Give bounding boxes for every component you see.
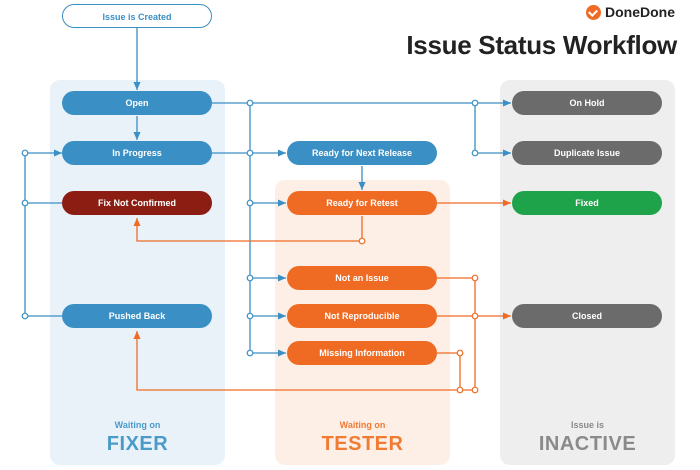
inactive-lane-caption: Issue is INACTIVE: [500, 420, 675, 456]
tester-caption-name: TESTER: [321, 433, 404, 455]
node-missing-information[interactable]: Missing Information: [287, 341, 437, 365]
node-in-progress[interactable]: In Progress: [62, 141, 212, 165]
node-issue-created[interactable]: Issue is Created: [62, 4, 212, 28]
fixer-caption-name: FIXER: [106, 433, 169, 455]
node-duplicate-issue[interactable]: Duplicate Issue: [512, 141, 662, 165]
node-closed[interactable]: Closed: [512, 304, 662, 328]
edge-duplicate: [474, 103, 511, 157]
brand-logo: DoneDone: [586, 4, 675, 20]
node-ready-retest[interactable]: Ready for Retest: [287, 191, 437, 215]
tester-caption-small: Waiting on: [339, 420, 386, 430]
node-fixed[interactable]: Fixed: [512, 191, 662, 215]
blue-junctions: [21, 99, 479, 357]
fixer-caption-small: Waiting on: [114, 420, 161, 430]
inactive-caption-name: INACTIVE: [538, 433, 637, 455]
edge-tester-bus: [437, 277, 476, 390]
node-open[interactable]: Open: [62, 91, 212, 115]
node-fix-not-confirmed[interactable]: Fix Not Confirmed: [62, 191, 212, 215]
edge-return-inprogress: [24, 153, 62, 317]
tester-lane-caption: Waiting on TESTER: [275, 420, 450, 456]
edge-retest-fixnotconfirmed: [133, 216, 363, 242]
node-on-hold[interactable]: On Hold: [512, 91, 662, 115]
edge-pushed-back: [133, 331, 475, 391]
node-not-an-issue[interactable]: Not an Issue: [287, 266, 437, 290]
node-ready-next-release[interactable]: Ready for Next Release: [287, 141, 437, 165]
orange-junctions: [358, 237, 479, 394]
fixer-lane-caption: Waiting on FIXER: [50, 420, 225, 456]
node-pushed-back[interactable]: Pushed Back: [62, 304, 212, 328]
edge-missing-bus: [437, 352, 461, 390]
inactive-caption-small: Issue is: [570, 420, 605, 430]
checkmark-icon: [586, 4, 601, 20]
page-title: Issue Status Workflow: [406, 30, 677, 60]
node-not-reproducible[interactable]: Not Reproducible: [287, 304, 437, 328]
brand-name: DoneDone: [605, 4, 675, 20]
